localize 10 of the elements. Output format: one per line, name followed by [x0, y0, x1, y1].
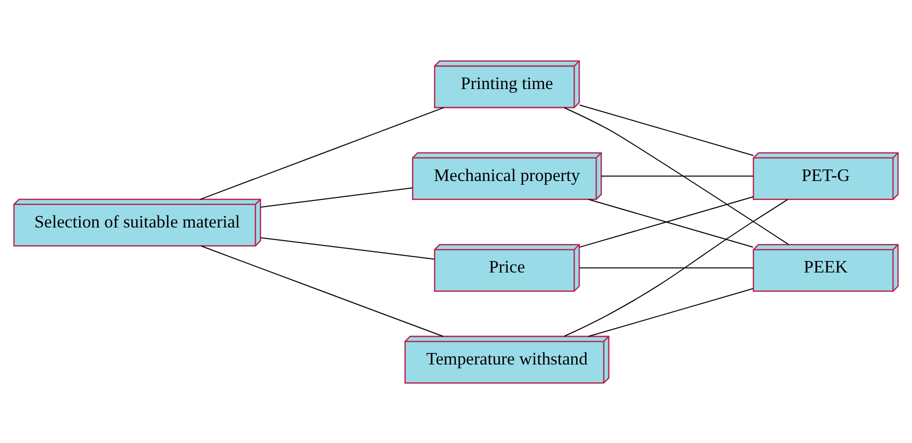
connector — [200, 245, 444, 336]
connector — [579, 104, 754, 156]
connector — [601, 175, 754, 176]
connector — [564, 198, 788, 336]
connector — [588, 288, 754, 336]
connector — [260, 186, 412, 208]
connector — [260, 236, 434, 260]
connector — [200, 106, 444, 200]
connector — [564, 106, 789, 244]
connector — [580, 266, 754, 268]
